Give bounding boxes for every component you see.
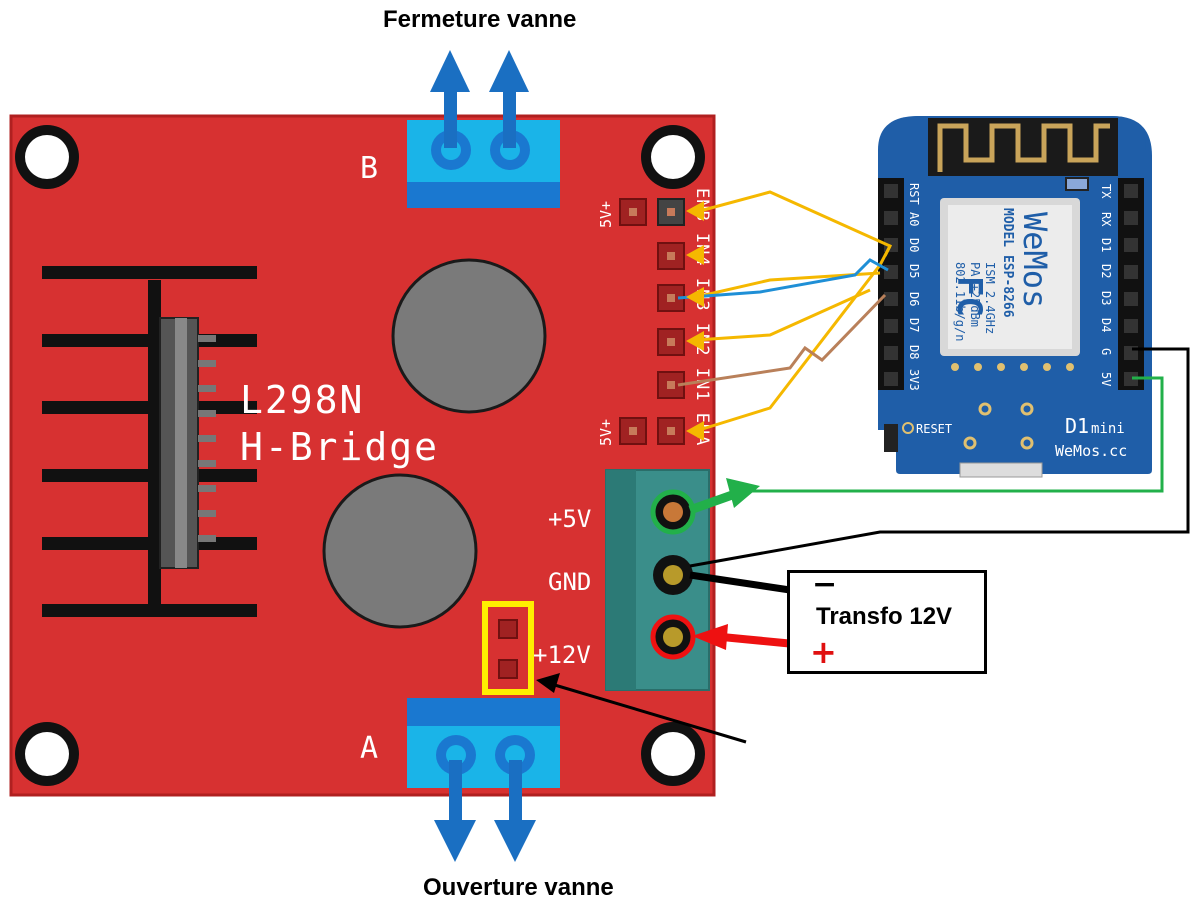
board-site: WeMos.cc [1055,442,1127,460]
header-arrows [686,201,704,441]
pin-label-5v: 5V [1099,372,1113,386]
l298n-board: L298N H-Bridge B A [9,114,716,797]
board-name: D1 [1065,414,1089,438]
chip-subtitle: H-Bridge [240,425,439,469]
transformer-box: − Transfo 12V + [787,567,987,674]
minus-sign: − [812,567,838,602]
pin-label-d0: D0 [907,238,921,252]
title-ouverture: Ouverture vanne [423,874,614,901]
pin-label-d2: D2 [1099,264,1113,278]
pin-label-d4: D4 [1099,318,1113,332]
usb-port [959,462,1043,478]
terminal-5v [650,489,696,535]
pin-label-d8: D8 [907,345,921,359]
jumper-12v [482,601,534,695]
header-5v-bottom-label: 5V+ [597,419,615,446]
right-pin-header [1118,178,1144,390]
chip-name: L298N [240,378,364,422]
pin-label-d1: D1 [1099,238,1113,252]
mounting-hole-bottom-left [15,722,79,786]
title-fermeture: Fermeture vanne [383,6,577,33]
jumper-pointer [536,673,747,744]
pin-label-a0: A0 [907,212,921,226]
plus-sign: + [810,633,837,671]
pin-label-d7: D7 [907,318,921,332]
board-variant: mini [1091,421,1125,437]
label-12v: +12V [533,641,591,669]
pin-label-rst: RST [907,183,921,205]
mounting-hole-top-left [15,125,79,189]
pin-label-d5: D5 [907,264,921,278]
fcc-mark: FC [949,276,989,317]
pin-label-g: G [1099,348,1113,355]
mounting-hole-top-right [641,125,705,189]
wire-brown [677,293,887,387]
header-5v-top-label: 5V+ [597,201,615,228]
arrows-fermeture [430,50,529,148]
left-pin-header [878,178,904,390]
wire-green-5v [688,376,1164,515]
pin-label-d3: D3 [1099,291,1113,305]
mounting-hole-bottom-right [641,722,705,786]
pin-label-tx: TX [1099,184,1113,199]
capacitor-top [391,258,547,414]
port-a-label: A [360,731,378,766]
wire-yellow-ena [695,245,892,433]
transformer-label: Transfo 12V [816,603,953,630]
antenna-trace [928,118,1118,176]
terminal-block-a [407,698,560,788]
wire-yellow-in [695,271,881,342]
heatsink [42,266,257,617]
reset-label: RESET [916,422,952,436]
capacitor-bottom [322,473,478,629]
terminal-12v [650,614,696,660]
terminal-gnd [653,555,693,595]
wemos-d1-mini: FC MODEL ESP-8266 ISM 2.4GHz PA +25dBm 8… [878,116,1152,478]
label-5v: +5V [548,505,591,533]
terminal-block-b [407,120,560,208]
module-line-2: ISM 2.4GHz [983,262,997,334]
wire-blue [677,258,889,300]
reset-button [884,424,898,452]
module-line-3: PA +25dBm [968,262,982,327]
control-header [619,198,685,445]
label-gnd: GND [548,568,591,596]
port-b-label: B [360,151,378,186]
pin-label-3v3: 3V3 [907,369,921,391]
module-line-4: 802.11b/g/n [953,262,967,341]
wemos-brand: WeMos [1016,212,1054,308]
header-pin-labels: ENB IN4 IN3 IN2 IN1 ENA [692,188,712,446]
pin-label-d6: D6 [907,292,921,306]
module-line-1: MODEL ESP-8266 [1000,208,1015,318]
arrows-ouverture [434,760,536,862]
wire-black-gnd [689,347,1190,594]
wire-yellow-enb [695,190,893,257]
pin-label-rx: RX [1099,212,1113,227]
